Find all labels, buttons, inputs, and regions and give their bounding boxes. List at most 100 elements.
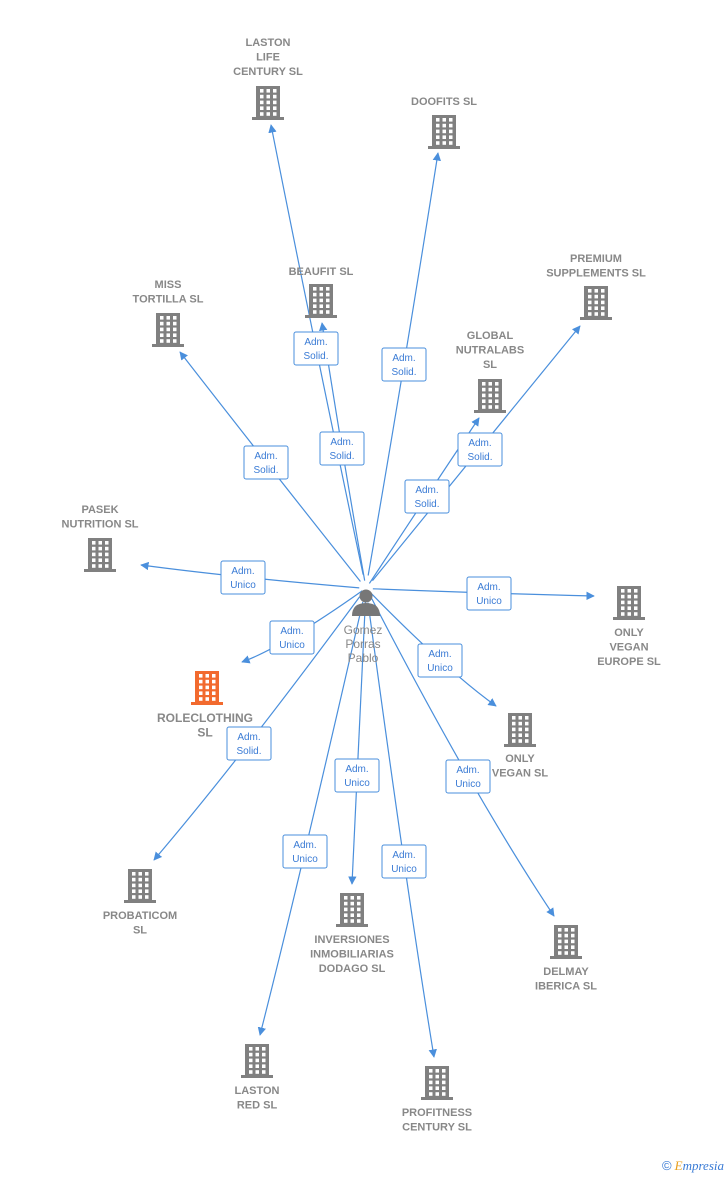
person-label: Pablo bbox=[348, 651, 379, 665]
edge-label-global: Adm.Solid. bbox=[404, 479, 450, 514]
person-label: Porras bbox=[345, 637, 380, 651]
company-node-delmay[interactable]: DELMAY IBERICA SL bbox=[535, 925, 597, 993]
company-node-profitness[interactable]: PROFITNESS CENTURY SL bbox=[402, 1066, 472, 1134]
edge-label-text: Adm. bbox=[392, 353, 415, 364]
company-label: LASTON bbox=[234, 1085, 279, 1097]
edge-label-text: Unico bbox=[391, 864, 417, 875]
edge-label-text: Solid. bbox=[303, 351, 328, 362]
edge-label-profitness: Adm.Unico bbox=[381, 844, 427, 879]
building-icon bbox=[613, 586, 645, 620]
edge-label-text: Solid. bbox=[467, 452, 492, 463]
company-label: DODAGO SL bbox=[319, 963, 386, 975]
building-icon bbox=[152, 313, 184, 347]
edge-label-text: Unico bbox=[455, 779, 481, 790]
company-label: PREMIUM bbox=[570, 253, 622, 265]
building-icon bbox=[252, 86, 284, 120]
company-node-global[interactable]: GLOBAL NUTRALABS SL bbox=[456, 330, 524, 413]
company-label: BEAUFIT SL bbox=[289, 266, 354, 278]
person-label: Gomez bbox=[344, 623, 383, 637]
edge-label-only-vegan: Adm.Unico bbox=[417, 643, 463, 678]
company-label: GLOBAL bbox=[467, 330, 514, 342]
company-label: DELMAY bbox=[543, 966, 589, 978]
building-icon bbox=[421, 1066, 453, 1100]
edge-label-beaufit: Adm.Solid. bbox=[319, 431, 365, 466]
edge-label-text: Adm. bbox=[477, 582, 500, 593]
edge-label-doofits: Adm. Solid. bbox=[381, 347, 427, 382]
edge-label-text: Adm. bbox=[254, 451, 277, 462]
company-node-miss-tortilla[interactable]: MISS TORTILLA SL bbox=[133, 279, 204, 347]
company-node-laston-red[interactable]: LASTON RED SL bbox=[234, 1044, 280, 1112]
company-label: IBERICA SL bbox=[535, 981, 597, 993]
edge-label-text: Adm. bbox=[415, 485, 438, 496]
edge-label-probaticom: Adm. Solid. bbox=[226, 726, 272, 761]
edge-label-text: Unico bbox=[427, 663, 453, 674]
company-label: MISS bbox=[155, 279, 182, 291]
edge-label-delmay: Adm. Unico bbox=[445, 759, 491, 794]
edge-label-premium: Adm. Solid. bbox=[457, 432, 503, 467]
company-label: CENTURY SL bbox=[233, 66, 303, 78]
edge-label-inversiones: Adm. Unico bbox=[334, 758, 380, 793]
company-label: ROLECLOTHING bbox=[157, 711, 253, 725]
company-label: PROFITNESS bbox=[402, 1107, 472, 1119]
company-node-only-vegan[interactable]: ONLY VEGAN SL bbox=[492, 713, 549, 780]
edge-label-text: Unico bbox=[476, 596, 502, 607]
building-icon bbox=[124, 869, 156, 903]
edge-label-text: Adm. bbox=[304, 337, 327, 348]
edge-label-laston-red: Adm. Unico bbox=[282, 834, 328, 869]
company-label: LIFE bbox=[256, 52, 280, 64]
brand-logo-initial: E bbox=[674, 1158, 683, 1173]
building-icon bbox=[504, 713, 536, 747]
edge-label-text: Unico bbox=[344, 778, 370, 789]
company-label: VEGAN SL bbox=[492, 768, 549, 780]
edge-label-text: Adm. bbox=[330, 437, 353, 448]
edge-label-roleclothing: Adm.Unico bbox=[269, 620, 315, 655]
company-label: ONLY bbox=[505, 753, 535, 765]
edge-label-only-vegan-europe: Adm. Unico bbox=[466, 576, 512, 611]
company-label: NUTRITION SL bbox=[62, 519, 139, 531]
company-label: RED SL bbox=[237, 1100, 278, 1112]
edge-label-pasek: Adm. Unico bbox=[220, 560, 266, 595]
company-node-doofits[interactable]: DOOFITS SL bbox=[411, 96, 477, 149]
edge-label-miss-tortilla: Adm. Solid. bbox=[243, 445, 289, 480]
brand-logo-text: mpresia bbox=[682, 1158, 724, 1173]
company-label: TORTILLA SL bbox=[133, 294, 204, 306]
company-label: SL bbox=[133, 925, 147, 937]
edge-label-text: Adm. bbox=[293, 840, 316, 851]
company-label: SL bbox=[483, 359, 497, 371]
company-label: PASEK bbox=[81, 504, 118, 516]
building-icon bbox=[305, 284, 337, 318]
edge-label-text: Unico bbox=[230, 580, 256, 591]
edge-label-text: Adm. bbox=[468, 438, 491, 449]
edge-label-text: Solid. bbox=[253, 465, 278, 476]
building-icon bbox=[550, 925, 582, 959]
company-label: CENTURY SL bbox=[402, 1122, 472, 1134]
edge-label-text: Unico bbox=[279, 640, 305, 651]
edge-label-text: Unico bbox=[292, 854, 318, 865]
company-node-pasek[interactable]: PASEK NUTRITION SL bbox=[62, 504, 139, 572]
edge-label-text: Adm. bbox=[237, 732, 260, 743]
building-icon bbox=[580, 286, 612, 320]
building-icon bbox=[336, 893, 368, 927]
company-label: VEGAN bbox=[609, 642, 648, 654]
company-label: ONLY bbox=[614, 627, 644, 639]
edge-label-text: Solid. bbox=[236, 746, 261, 757]
building-icon bbox=[241, 1044, 273, 1078]
building-icon bbox=[474, 379, 506, 413]
edge-label-text: Adm. bbox=[456, 765, 479, 776]
edge-label-text: Solid. bbox=[391, 367, 416, 378]
empresia-footer: ©Empresia bbox=[662, 1158, 724, 1174]
company-label: DOOFITS SL bbox=[411, 96, 477, 108]
edge-label-text: Adm. bbox=[231, 566, 254, 577]
company-label: SL bbox=[197, 726, 212, 740]
edge-label-text: Adm. bbox=[345, 764, 368, 775]
company-node-beaufit[interactable]: BEAUFIT SL bbox=[289, 266, 354, 318]
company-label: NUTRALABS bbox=[456, 345, 524, 357]
